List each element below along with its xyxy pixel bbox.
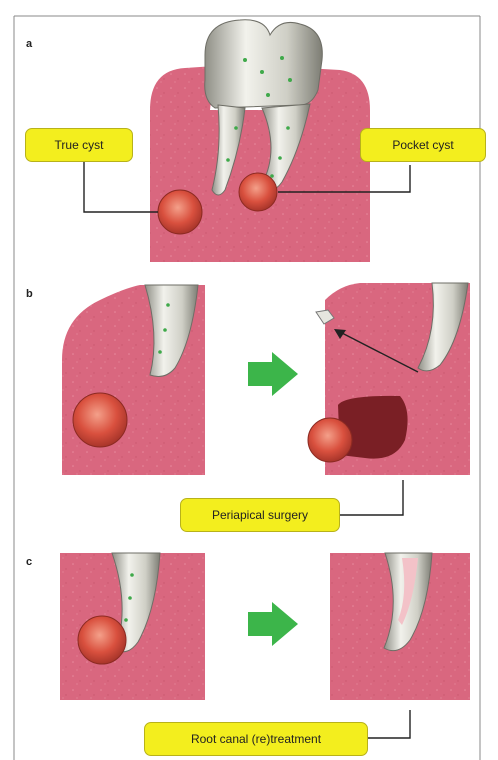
green-right-arrow-icon	[248, 602, 298, 646]
panel-letter-b: b	[26, 288, 33, 300]
pocket-cyst	[239, 173, 277, 211]
green-right-arrow-icon	[248, 352, 298, 396]
leader-true-cyst	[84, 162, 158, 212]
label-pocket-cyst: Pocket cyst	[360, 128, 486, 162]
label-periapical-surgery: Periapical surgery	[180, 498, 340, 532]
leader-root-canal	[368, 710, 410, 738]
leader-periapical-surgery	[340, 480, 403, 515]
panel-letter-c: c	[26, 556, 32, 568]
true-cyst	[158, 190, 202, 234]
tooth-crown-a	[205, 20, 323, 108]
cyst-b-before	[73, 393, 127, 447]
cyst-c-before	[78, 616, 126, 664]
label-true-cyst: True cyst	[25, 128, 133, 162]
panel-letter-a: a	[26, 38, 32, 50]
cyst-b-removed	[308, 418, 352, 462]
panel-c	[60, 553, 470, 738]
label-root-canal-retreatment: Root canal (re)treatment	[144, 722, 368, 756]
panel-b	[62, 283, 470, 515]
